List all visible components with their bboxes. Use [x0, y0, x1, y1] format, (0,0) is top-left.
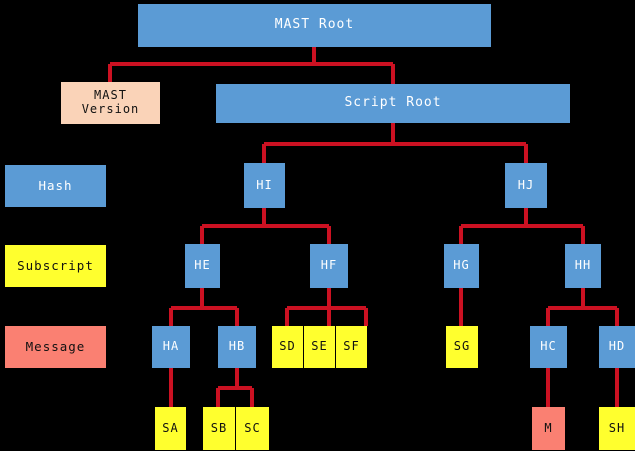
node-hi[interactable]: HI	[244, 163, 285, 208]
node-sb[interactable]: SB	[203, 407, 235, 450]
node-mast-version[interactable]: MAST Version	[61, 82, 160, 124]
node-he[interactable]: HE	[185, 244, 220, 288]
legend-item-message: Message	[5, 326, 106, 368]
node-hg[interactable]: HG	[444, 244, 479, 288]
node-se[interactable]: SE	[304, 326, 335, 368]
node-hd[interactable]: HD	[599, 326, 635, 368]
node-mast-root[interactable]: MAST Root	[138, 4, 491, 47]
legend-item-subscript: Subscript	[5, 245, 106, 287]
node-sg[interactable]: SG	[446, 326, 478, 368]
node-hh[interactable]: HH	[565, 244, 601, 288]
node-sh[interactable]: SH	[599, 407, 635, 450]
node-hj[interactable]: HJ	[505, 163, 547, 208]
node-sf[interactable]: SF	[336, 326, 367, 368]
node-hc[interactable]: HC	[530, 326, 567, 368]
node-sc[interactable]: SC	[236, 407, 269, 450]
node-hf[interactable]: HF	[310, 244, 348, 288]
node-sa[interactable]: SA	[155, 407, 186, 450]
node-script-root[interactable]: Script Root	[216, 84, 570, 123]
node-m[interactable]: M	[532, 407, 565, 450]
node-hb[interactable]: HB	[218, 326, 256, 368]
legend-item-hash: Hash	[5, 165, 106, 207]
node-sd[interactable]: SD	[272, 326, 303, 368]
node-ha[interactable]: HA	[152, 326, 190, 368]
